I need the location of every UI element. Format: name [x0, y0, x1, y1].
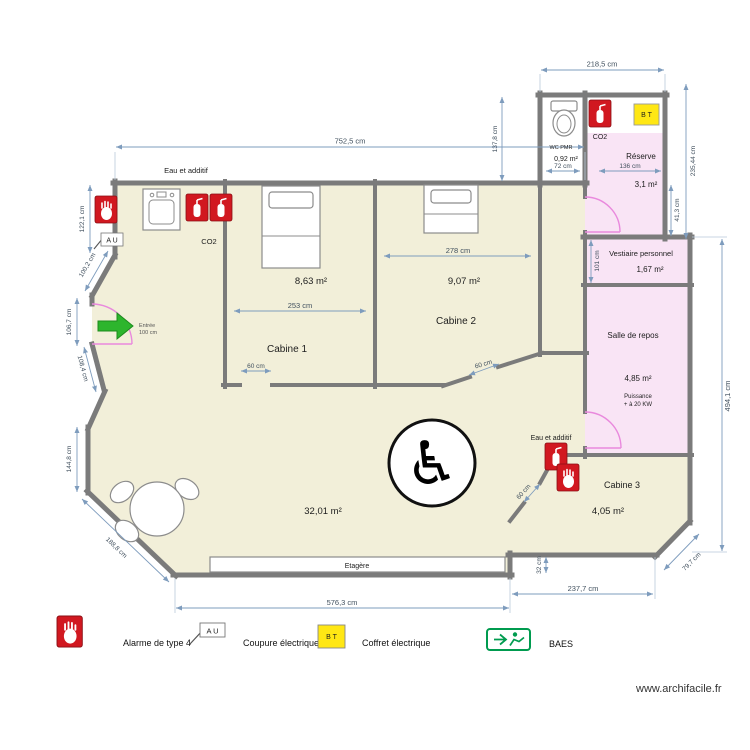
- dimension-label: 136 cm: [619, 163, 640, 170]
- wc-label: WC PMR: [550, 145, 573, 151]
- shelf-etagere[interactable]: Etagère: [209, 556, 506, 573]
- dimension-label: 60 cm: [474, 359, 493, 371]
- cabine1-label: Cabine 1: [267, 344, 307, 355]
- dimension-label: 278 cm: [446, 246, 471, 255]
- dimension-label: 137,8 cm: [492, 126, 499, 153]
- dimension-label: 144,8 cm: [66, 446, 73, 473]
- reserve-label: Réserve: [626, 152, 656, 161]
- eau-additif-label: Eau et additif: [531, 435, 572, 442]
- fire-alarm-icon[interactable]: [556, 463, 580, 492]
- dimension-label: 106,7 cm: [66, 309, 73, 336]
- wc-area: 0,92 m²: [554, 156, 578, 163]
- entrance-arrow[interactable]: Entrée 100 cm: [97, 311, 157, 341]
- dimension-line: [523, 483, 541, 503]
- dimension-label: 79,7 cm: [681, 551, 702, 572]
- legend-baes-icon: [486, 628, 531, 651]
- dimension-label: 494,1 cm: [723, 381, 732, 412]
- legend-coupure-icon: A U: [189, 622, 226, 645]
- legend: Alarme de type 4 A U Coupure électrique …: [56, 615, 573, 651]
- room-labels: Cabine 1 8,63 m² Cabine 2 9,07 m² Cabine…: [267, 145, 673, 517]
- dimension-label: 60 cm: [247, 363, 265, 370]
- legend-coupure-symbol: A U: [206, 627, 218, 636]
- dimension-label: 122,1 cm: [79, 206, 86, 233]
- dimension-line: [83, 346, 97, 393]
- coffret-symbol-text: B T: [641, 112, 652, 119]
- dimension-line: [663, 533, 700, 571]
- cabine1-area: 8,63 m²: [295, 276, 327, 287]
- cabine3-label: Cabine 3: [604, 480, 640, 490]
- dimension-label: 101 cm: [594, 250, 601, 271]
- entrance-label: Entrée: [139, 323, 155, 329]
- room-reserve[interactable]: [585, 133, 665, 237]
- room-cabine3[interactable]: [510, 455, 690, 555]
- eau-additif-label: Eau et additif: [164, 166, 209, 175]
- coupure-symbol-text: A U: [106, 238, 117, 245]
- toilet-icon[interactable]: [550, 100, 578, 137]
- legend-coffret-icon: B T: [317, 624, 346, 649]
- dimension-label: 253 cm: [288, 301, 313, 310]
- vestiaire-label: Vestiaire personnel: [609, 249, 673, 258]
- coffret-electrique-box[interactable]: B T: [633, 103, 660, 126]
- dimension-line: [84, 250, 109, 292]
- room-vestiaire[interactable]: [585, 237, 690, 285]
- extinguisher-icon[interactable]: [588, 99, 612, 128]
- room-salle-repos[interactable]: [585, 285, 690, 455]
- salle-repos-label: Salle de repos: [607, 331, 658, 340]
- reserve-door-arc[interactable]: [584, 196, 621, 233]
- salle-repos-note1: Puissance: [624, 394, 652, 400]
- cabine2-area: 9,07 m²: [448, 276, 480, 287]
- safety-icons: CO2 Eau et additif A U CO2 B T Eau et ad…: [93, 99, 660, 492]
- bed-cabine1[interactable]: [261, 185, 321, 269]
- cabine3-area: 4,05 m²: [592, 506, 624, 517]
- dimension-label: 72 cm: [554, 163, 572, 170]
- extinguisher-icon[interactable]: [185, 193, 209, 222]
- salle-repos-area: 4,85 m²: [624, 374, 651, 383]
- dimension-label: 752,5 cm: [335, 137, 366, 146]
- dimension-line: [81, 498, 170, 583]
- dimension-label: 41,3 cm: [674, 198, 681, 221]
- dimension-label: 576,3 cm: [327, 598, 358, 607]
- vestiaire-area: 1,67 m²: [636, 265, 663, 274]
- sink-cabinet-icon[interactable]: [142, 188, 181, 231]
- watermark-link[interactable]: www.archifacile.fr: [635, 683, 722, 695]
- wheelchair-glyph: ♿: [405, 429, 459, 499]
- wheelchair-accessible-icon[interactable]: ♿: [387, 418, 477, 508]
- legend-alarm-icon: [56, 615, 84, 648]
- entrance-size-label: 100 cm: [139, 330, 157, 336]
- legend-baes-label: BAES: [549, 639, 573, 649]
- co2-label: CO2: [593, 134, 608, 141]
- dimension-label: 237,7 cm: [568, 584, 599, 593]
- etagere-label: Etagère: [345, 563, 370, 570]
- coupure-electrique-symbol[interactable]: A U: [93, 232, 124, 250]
- dimension-label: 235,44 cm: [690, 146, 697, 176]
- salle-repos-door-arc[interactable]: [584, 411, 622, 449]
- doors: [91, 196, 622, 449]
- furniture: Etagère ♿: [109, 100, 578, 573]
- reserve-area: 3,1 m²: [635, 180, 658, 189]
- extinguisher-icon[interactable]: [209, 193, 233, 222]
- dimension-label: 218,5 cm: [587, 60, 618, 69]
- room-fills: [88, 95, 690, 575]
- legend-coffret-label: Coffret électrique: [362, 638, 430, 648]
- bed-cabine2[interactable]: [423, 184, 479, 234]
- main-room-area: 32,01 m²: [304, 506, 342, 517]
- salle-repos-note2: + à 20 KW: [624, 402, 653, 408]
- co2-label: CO2: [201, 237, 216, 246]
- dimension-line: [468, 363, 500, 376]
- cabine2-label: Cabine 2: [436, 316, 476, 327]
- fire-alarm-icon[interactable]: [94, 195, 118, 224]
- legend-coupure-label: Coupure électrique: [243, 638, 319, 648]
- legend-alarm-label: Alarme de type 4: [123, 638, 191, 648]
- dimension-label: 32 cm: [536, 556, 543, 574]
- legend-coffret-symbol: B T: [326, 634, 337, 641]
